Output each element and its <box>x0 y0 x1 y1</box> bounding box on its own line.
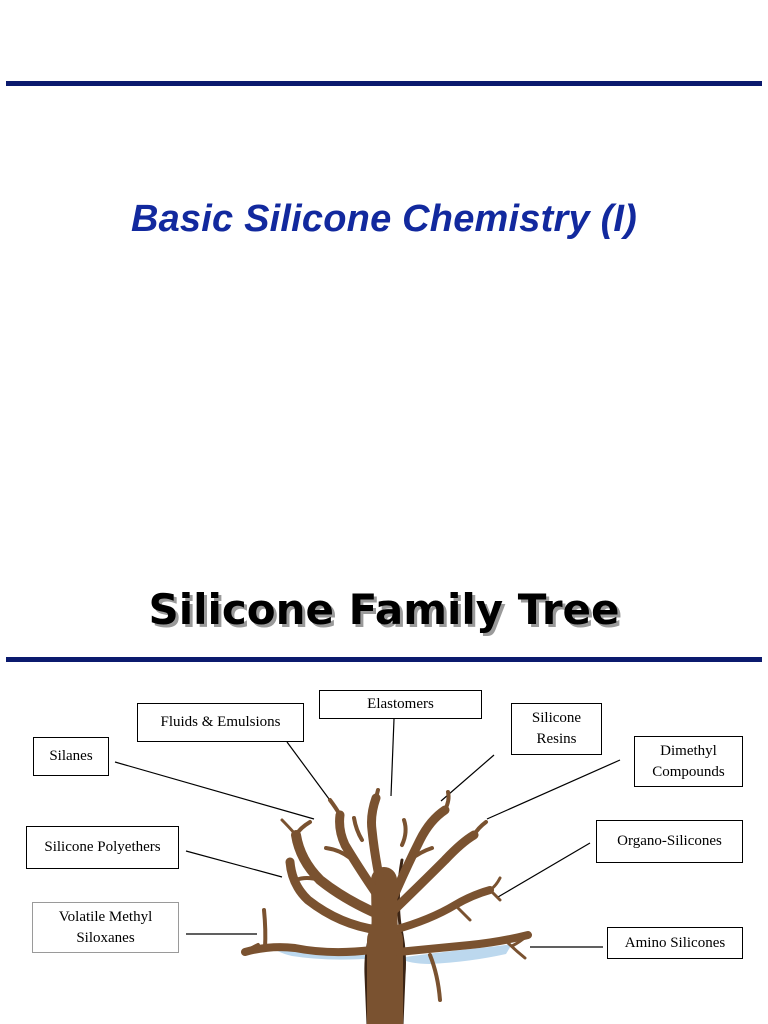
divider-rule <box>6 657 762 662</box>
node-label: Organo-Silicones <box>617 833 722 849</box>
connector-elastomers <box>390 718 395 797</box>
node-organo-silicones: Organo-Silicones <box>596 820 743 863</box>
node-label: Amino Silicones <box>624 934 726 951</box>
node-silanes: Silanes <box>33 737 109 776</box>
diagram-title: Silicone Family Tree <box>148 585 620 634</box>
node-label: Silanes <box>49 748 93 764</box>
node-amino-silicones: Amino Silicones <box>607 927 743 959</box>
node-volatile-methyl-siloxanes: Volatile Methyl Siloxanes <box>32 902 179 953</box>
connector-silicone-polyethers <box>185 850 283 878</box>
connector-organo-silicones <box>497 842 591 898</box>
node-label-line-1: Silicone <box>531 710 582 726</box>
node-label-line-2: Siloxanes <box>76 929 135 946</box>
node-label: Silicone Polyethers <box>44 839 161 855</box>
node-label-line-2: Compounds <box>652 763 725 780</box>
node-silicone-resins: Silicone Resins <box>511 703 602 755</box>
node-label-line-1: Dimethyl <box>660 742 717 759</box>
connector-silanes <box>114 761 315 820</box>
node-label-line-1: Volatile Methyl <box>58 908 153 925</box>
node-label-line-2: Resins <box>536 731 577 747</box>
tree-illustration <box>241 788 532 1024</box>
snow-right <box>398 944 512 964</box>
top-rule <box>6 81 762 86</box>
connector-dimethyl-compounds <box>486 759 621 820</box>
node-silicone-polyethers: Silicone Polyethers <box>26 826 179 869</box>
node-label: Elastomers <box>367 696 434 712</box>
node-label: Fluids & Emulsions <box>160 714 281 730</box>
node-dimethyl-compounds: Dimethyl Compounds <box>634 736 743 787</box>
connector-fluids-emulsions <box>286 741 333 804</box>
tree-branches <box>241 788 532 1024</box>
node-fluids-emulsions: Fluids & Emulsions <box>137 703 304 742</box>
connector-lines <box>114 718 621 948</box>
node-elastomers: Elastomers <box>319 690 482 719</box>
slide-title: Basic Silicone Chemistry (I) <box>130 198 638 240</box>
